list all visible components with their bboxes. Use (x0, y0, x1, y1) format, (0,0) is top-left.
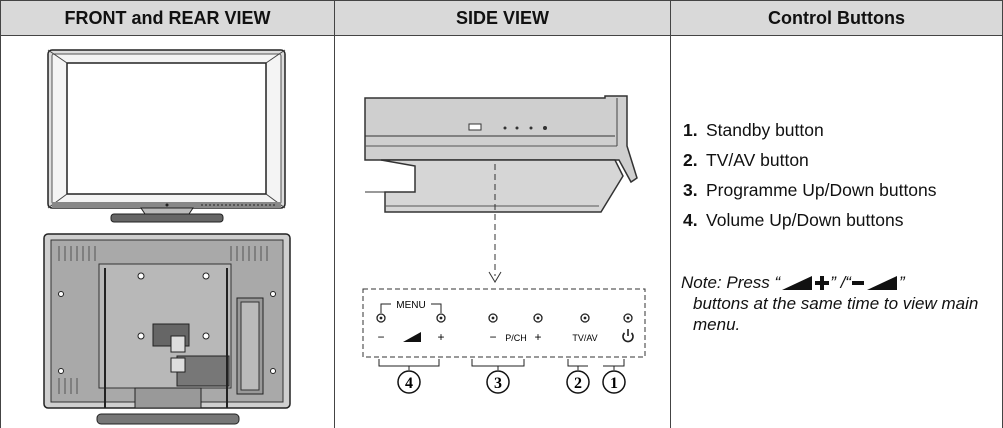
volume-plus-label: + (437, 330, 444, 344)
list-item-label: Standby button (706, 120, 824, 141)
list-item-label: Programme Up/Down buttons (706, 180, 937, 201)
programme-minus-label: − (489, 330, 496, 344)
tv-front-rear-illustration (1, 36, 334, 428)
volume-minus-label: − (377, 330, 384, 344)
control-buttons-list: 1. Standby button 2. TV/AV button 3. Pro… (683, 120, 998, 240)
control-buttons-cell: 1. Standby button 2. TV/AV button 3. Pro… (671, 36, 1003, 428)
svg-text:4: 4 (405, 375, 413, 392)
header-side-view: SIDE VIEW (335, 1, 671, 36)
volume-wedge-icon (780, 275, 814, 291)
note-lead: Note: Press “ (681, 272, 780, 293)
note-close: ” (899, 272, 905, 293)
volume-wedge-icon (865, 275, 899, 291)
svg-text:2: 2 (574, 375, 582, 392)
header-control-buttons: Control Buttons (671, 1, 1003, 36)
list-item: 1. Standby button (683, 120, 998, 141)
svg-text:3: 3 (494, 375, 502, 392)
callout-1: 1 (603, 371, 625, 393)
menu-label: MENU (396, 300, 425, 311)
svg-text:1: 1 (610, 375, 618, 392)
note-mid: ” /“ (830, 272, 851, 293)
note: Note: Press “ ” /“ ” buttons at the same… (681, 272, 999, 335)
tvav-label: TV/AV (572, 333, 597, 343)
list-item-label: TV/AV button (706, 150, 809, 171)
header-front-rear-view: FRONT and REAR VIEW (1, 1, 335, 36)
callouts (379, 359, 624, 370)
pch-label: P/CH (505, 333, 527, 343)
front-rear-view-cell (1, 36, 335, 428)
callout-2: 2 (567, 371, 589, 393)
callout-3: 3 (487, 371, 509, 393)
tv-side-edge-illustration (365, 96, 637, 282)
side-view-cell: MENU − + (335, 36, 671, 428)
minus-icon (851, 275, 865, 291)
note-rest: buttons at the same time to view main me… (681, 293, 999, 335)
side-view-illustration: MENU − + (335, 36, 670, 428)
tv-front-illustration (48, 50, 285, 222)
control-panel: MENU − + (363, 289, 645, 357)
list-item: 2. TV/AV button (683, 150, 998, 171)
list-item-label: Volume Up/Down buttons (706, 210, 903, 231)
list-item: 4. Volume Up/Down buttons (683, 210, 998, 231)
plus-icon (814, 275, 830, 291)
callout-4: 4 (398, 371, 420, 393)
programme-plus-label: + (534, 330, 541, 344)
tv-rear-illustration (44, 234, 290, 424)
list-item: 3. Programme Up/Down buttons (683, 180, 998, 201)
